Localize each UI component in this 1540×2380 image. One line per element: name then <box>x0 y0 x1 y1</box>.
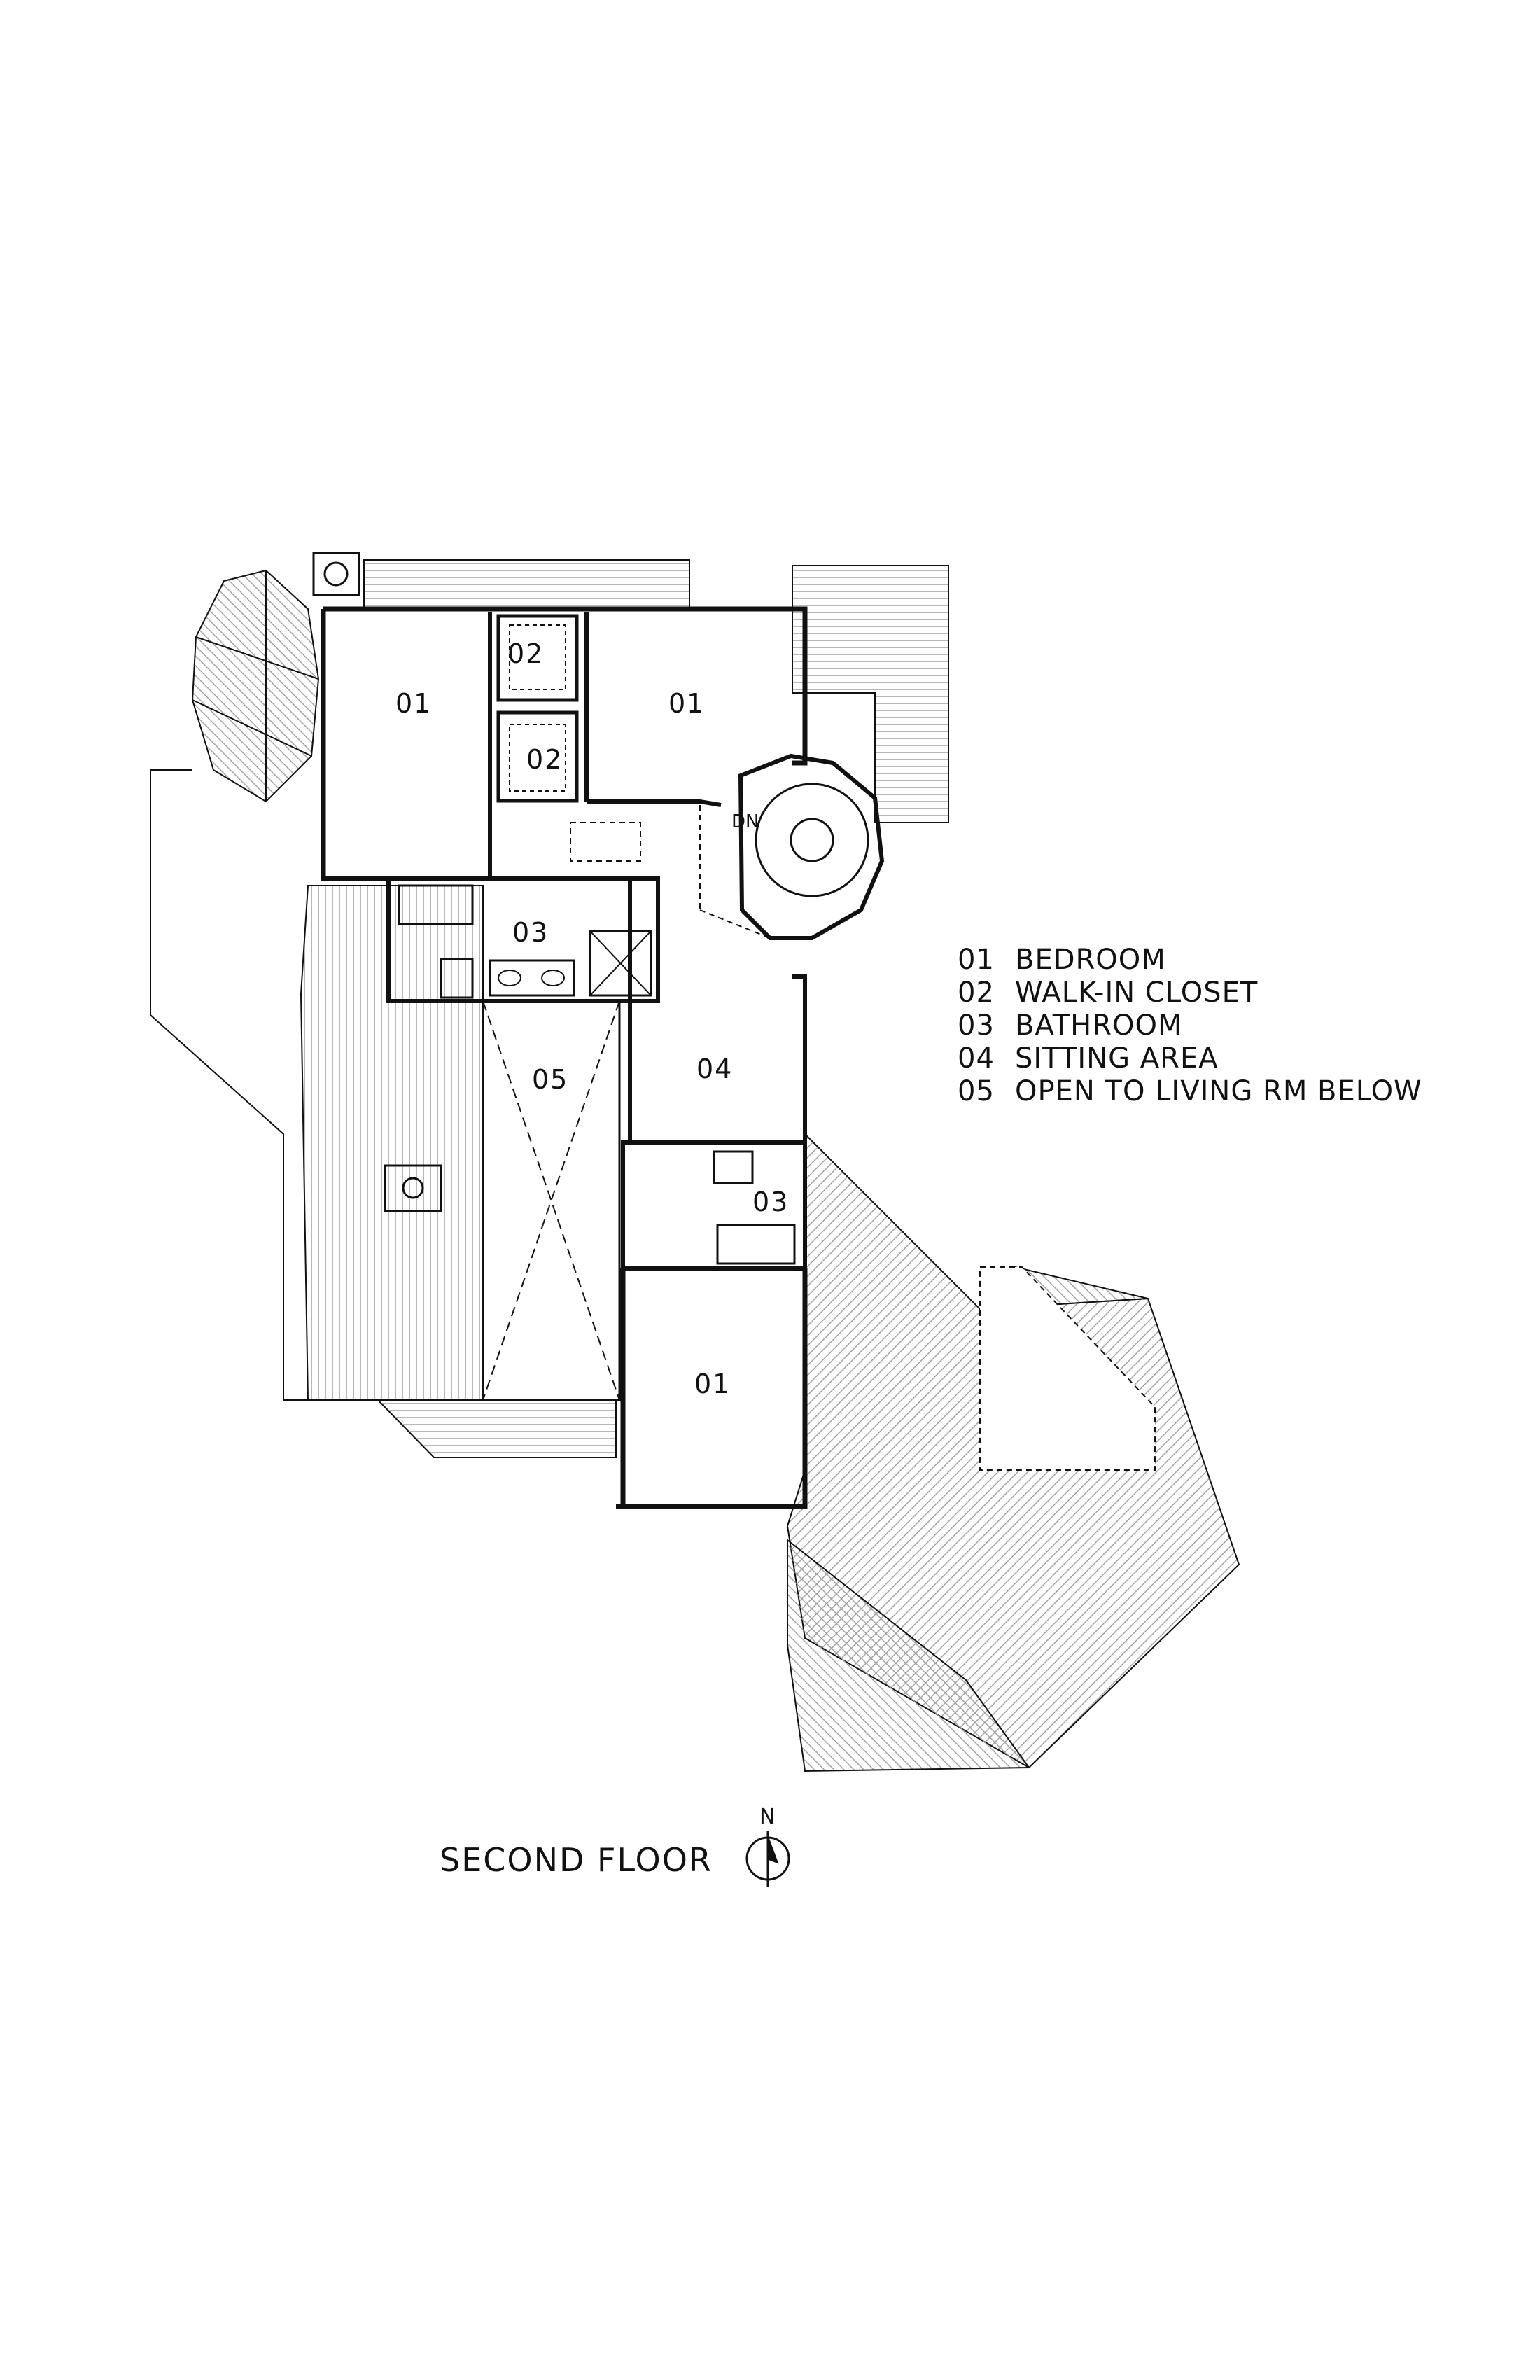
legend-code: 03 <box>958 1009 995 1042</box>
stair-turret <box>738 753 885 940</box>
drawing-title: SECOND FLOOR <box>440 1841 713 1879</box>
roof-northeast <box>792 565 949 823</box>
roof-areas <box>150 559 1240 1772</box>
legend-row: 02 WALK-IN CLOSET <box>958 976 1422 1009</box>
legend-row: 05 OPEN TO LIVING RM BELOW <box>958 1075 1422 1108</box>
roof-west <box>300 885 484 1401</box>
label-bedroom-s: 01 <box>694 1368 731 1399</box>
legend-row: 03 BATHROOM <box>958 1009 1422 1042</box>
legend-label: BEDROOM <box>1015 944 1166 976</box>
legend-code: 02 <box>958 976 995 1009</box>
walls <box>312 552 885 1509</box>
open-below-outline <box>482 1000 621 1401</box>
roof-southwest <box>376 1399 617 1458</box>
legend: 01 BEDROOM 02 WALK-IN CLOSET 03 BATHROOM… <box>958 944 1422 1108</box>
bath-lower-outline <box>621 1140 807 1270</box>
chimney <box>312 552 360 596</box>
legend-label: BATHROOM <box>1015 1009 1183 1042</box>
roof-southeast-lower <box>787 1538 1030 1772</box>
label-bedroom-ne: 01 <box>668 688 705 719</box>
label-closet-upper: 02 <box>507 638 544 669</box>
label-bath-upper: 03 <box>512 917 549 948</box>
label-bedroom-nw: 01 <box>396 688 432 719</box>
room-labels: 01 02 02 01 03 05 04 03 01 DN <box>396 638 789 1399</box>
legend-code: 05 <box>958 1075 995 1107</box>
north-label: N <box>760 1805 776 1829</box>
legend-label: SITTING AREA <box>1015 1042 1219 1074</box>
legend-row: 04 SITTING AREA <box>958 1042 1422 1075</box>
label-sitting: 04 <box>696 1054 733 1084</box>
label-open-below: 05 <box>532 1064 568 1095</box>
legend-label: OPEN TO LIVING RM BELOW <box>1015 1075 1422 1107</box>
label-closet-lower: 02 <box>526 744 563 775</box>
roof-north <box>363 559 690 610</box>
legend-code: 04 <box>958 1042 995 1074</box>
label-stair-dn: DN <box>732 811 759 832</box>
roof-west-turret <box>191 569 320 803</box>
north-arrow-icon <box>746 1830 790 1886</box>
legend-row: 01 BEDROOM <box>958 944 1422 976</box>
legend-label: WALK-IN CLOSET <box>1015 976 1259 1009</box>
legend-code: 01 <box>958 944 995 976</box>
label-bath-lower: 03 <box>752 1186 789 1217</box>
roof-dormer <box>979 1266 1156 1471</box>
